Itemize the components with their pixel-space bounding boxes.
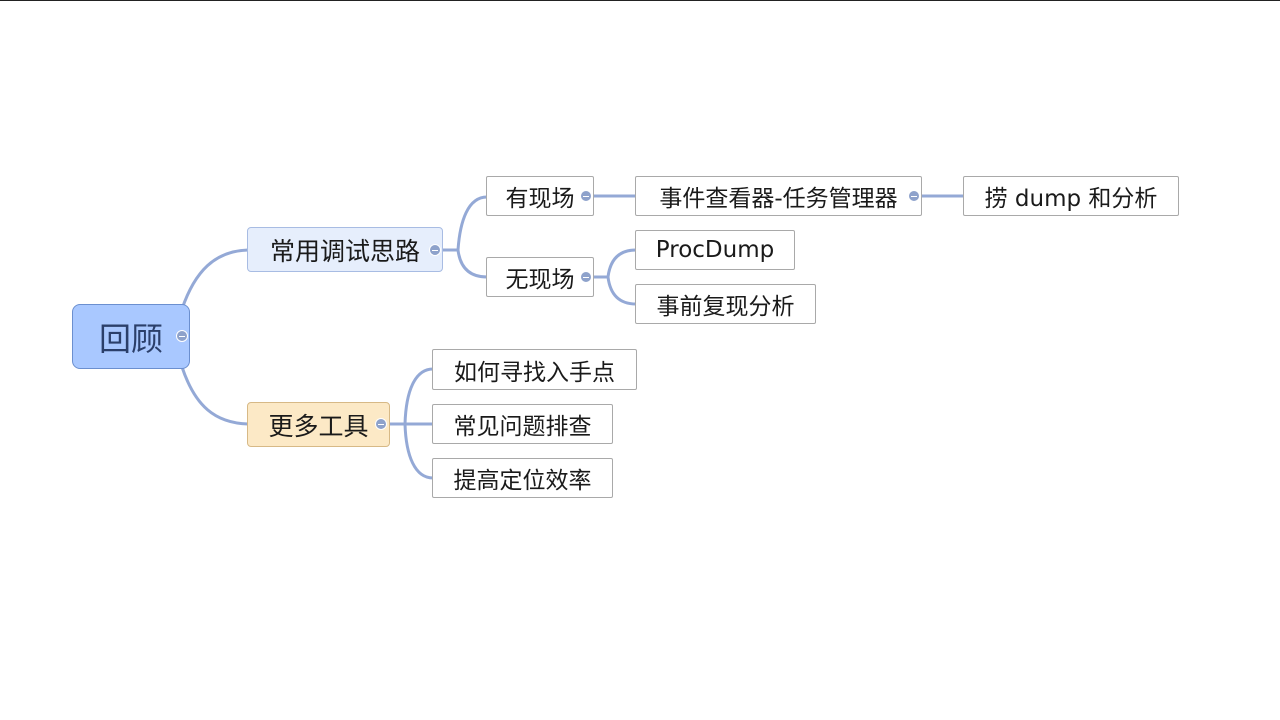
- branch-topic-label: 常用调试思路: [269, 236, 420, 266]
- subtopic-dump-analysis[interactable]: 捞 dump 和分析: [963, 176, 1179, 216]
- link-root-branch-2: [180, 366, 249, 426]
- branch-topic-label: 更多工具: [268, 411, 369, 441]
- collapse-icon[interactable]: [375, 418, 387, 430]
- collapse-icon[interactable]: [580, 271, 592, 283]
- subtopic-label: 常见问题排查: [453, 414, 592, 440]
- subtopic-efficiency[interactable]: 提高定位效率: [432, 458, 613, 498]
- branch-topic-more-tools[interactable]: 更多工具: [247, 402, 390, 447]
- collapse-icon[interactable]: [429, 244, 441, 256]
- link-child-2-procdump: [594, 248, 637, 279]
- subtopic-event-viewer[interactable]: 事件查看器-任务管理器: [635, 176, 922, 216]
- branch-topic-debug-approach[interactable]: 常用调试思路: [247, 227, 443, 272]
- subtopic-label: 有现场: [505, 186, 575, 212]
- subtopic-label: 提高定位效率: [453, 468, 592, 494]
- link-branch-2-item-3: [403, 423, 434, 480]
- link-child-2-repro: [606, 276, 637, 306]
- subtopic-label: 捞 dump 和分析: [984, 186, 1158, 212]
- subtopic-label: 无现场: [505, 267, 575, 293]
- link-branch-1-child-2: [456, 249, 488, 279]
- subtopic-troubleshooting[interactable]: 常见问题排查: [432, 404, 613, 444]
- root-topic-label: 回顾: [98, 319, 163, 358]
- link-root-branch-1: [180, 248, 249, 310]
- subtopic-label: 事前复现分析: [656, 294, 795, 320]
- subtopic-with-scene[interactable]: 有现场: [486, 176, 594, 216]
- subtopic-procdump[interactable]: ProcDump: [635, 230, 795, 270]
- link-branch-2-item-1: [389, 367, 434, 426]
- subtopic-label: 如何寻找入手点: [454, 359, 615, 386]
- collapse-icon[interactable]: [580, 190, 592, 202]
- subtopic-no-scene[interactable]: 无现场: [486, 257, 594, 297]
- subtopic-label: ProcDump: [655, 237, 775, 263]
- root-topic[interactable]: 回顾: [72, 304, 190, 369]
- subtopic-repro-analysis[interactable]: 事前复现分析: [635, 284, 816, 324]
- link-branch-1-child-1: [443, 195, 488, 252]
- subtopic-entry-point[interactable]: 如何寻找入手点: [432, 349, 637, 390]
- subtopic-label: 事件查看器-任务管理器: [659, 186, 898, 212]
- collapse-icon[interactable]: [176, 330, 188, 342]
- collapse-icon[interactable]: [908, 190, 920, 202]
